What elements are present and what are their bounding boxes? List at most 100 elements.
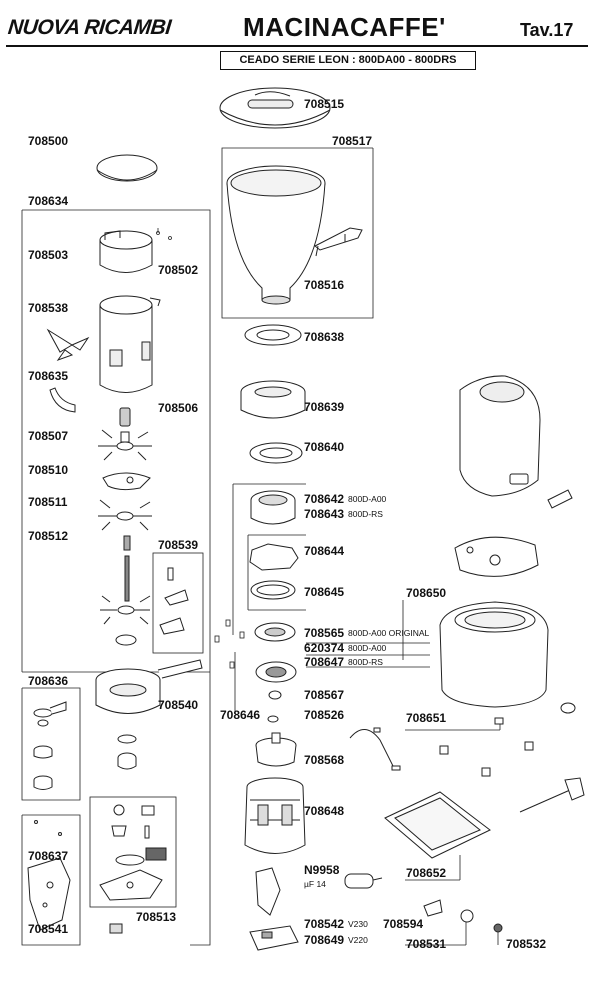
distributor-plate [102,472,151,491]
nut-708567 [268,690,282,700]
label-708532: 708532 [506,937,547,951]
note-620374: 800D-A00 [348,643,387,653]
label-708517: 708517 [332,134,373,148]
o-ring [117,734,137,744]
note-708643: 800D-RS [348,509,383,519]
label-708500: 708500 [28,134,69,148]
page-title: MACINACAFFE' [243,12,446,42]
micro-switch [109,923,123,934]
dosing-ring [99,230,153,273]
label-708649: 708649 [304,933,345,947]
label-708637: 708637 [28,849,69,863]
drip-tray [384,791,491,859]
fan-blade [46,328,90,361]
handle-slot [547,489,573,509]
label-708647: 708647 [304,655,345,669]
label-708526: 708526 [304,708,345,722]
label-708638: 708638 [304,330,345,344]
label-620374: 620374 [304,641,345,655]
lever-part [314,227,363,257]
gasket-708644 [249,543,299,571]
label-708634: 708634 [28,194,69,208]
motor [244,777,306,854]
model-subtitle: CEADO SERIE LEON : 800DA00 - 800DRS [220,51,476,70]
ring-708645 [250,580,296,600]
ring-708638 [244,324,302,346]
mechanism-parts [99,804,167,901]
label-708645: 708645 [304,585,345,599]
circuit-board [249,925,299,951]
knob-708531 [460,909,474,923]
label-708531: 708531 [406,937,447,951]
label-708539: 708539 [158,538,199,552]
note-708642: 800D-A00 [348,494,387,504]
label-708512: 708512 [28,529,69,543]
label-708503: 708503 [28,248,69,262]
label-708652: 708652 [406,866,447,880]
washer-708526 [267,715,279,723]
star-wheel-upper [98,429,152,461]
spring-shaft [100,535,151,625]
pawl-set [159,567,189,635]
spindle-flange [255,732,297,767]
note-708649: V220 [348,935,368,945]
label-708540: 708540 [158,698,199,712]
capacitor [344,873,383,889]
label-708542: 708542 [304,917,345,931]
label-708651: 708651 [406,711,447,725]
power-cord [519,777,585,813]
label-708650: 708650 [406,586,447,600]
spindle-hub [117,752,137,770]
note-708565: 800D-A00 ORIGINAL [348,628,430,638]
grinder-housing-upper [459,375,541,497]
label-708516: 708516 [304,278,345,292]
label-708642: 708642 [304,492,345,506]
collar-708639 [240,380,306,419]
note-708542: V230 [348,919,368,929]
cover-disc [96,154,158,182]
spring-clip [49,387,76,413]
ring-708640 [249,442,303,464]
label-708644: 708644 [304,544,345,558]
motor-bracket [255,867,281,916]
base-plate [454,536,539,577]
lower-burr [255,661,297,683]
label-708513: 708513 [136,910,177,924]
grinder-body [439,601,549,708]
bushing [119,407,131,427]
upper-burr [254,622,296,642]
bean-hopper [226,165,326,305]
label-708507: 708507 [28,429,69,443]
label-708594: 708594 [383,917,424,931]
burr-holder [250,490,296,525]
label-708636: 708636 [28,674,69,688]
note-N9958: µF 14 [304,879,326,889]
label-708538: 708538 [28,301,69,315]
label-708648: 708648 [304,804,345,818]
label-708515: 708515 [304,97,345,111]
label-708502: 708502 [158,263,199,277]
table-reference: Tav.17 [520,20,574,40]
label-708541: 708541 [28,922,69,936]
wiring [349,727,401,771]
label-708565: 708565 [304,626,345,640]
label-708639: 708639 [304,400,345,414]
label-708640: 708640 [304,440,345,454]
label-708646: 708646 [220,708,261,722]
feet [439,702,576,777]
label-708510: 708510 [28,463,69,477]
washer [115,634,137,646]
hopper-lid [219,87,331,129]
label-N9958: N9958 [304,863,340,877]
note-708647: 800D-RS [348,657,383,667]
header-rule [6,45,588,47]
label-708567: 708567 [304,688,345,702]
label-708506: 708506 [158,401,199,415]
bracket-plate [27,820,71,931]
lever-set [33,701,67,790]
cap-708532 [493,923,503,933]
star-wheel-lower [98,499,152,531]
label-708568: 708568 [304,753,345,767]
doser-housing [99,295,161,393]
